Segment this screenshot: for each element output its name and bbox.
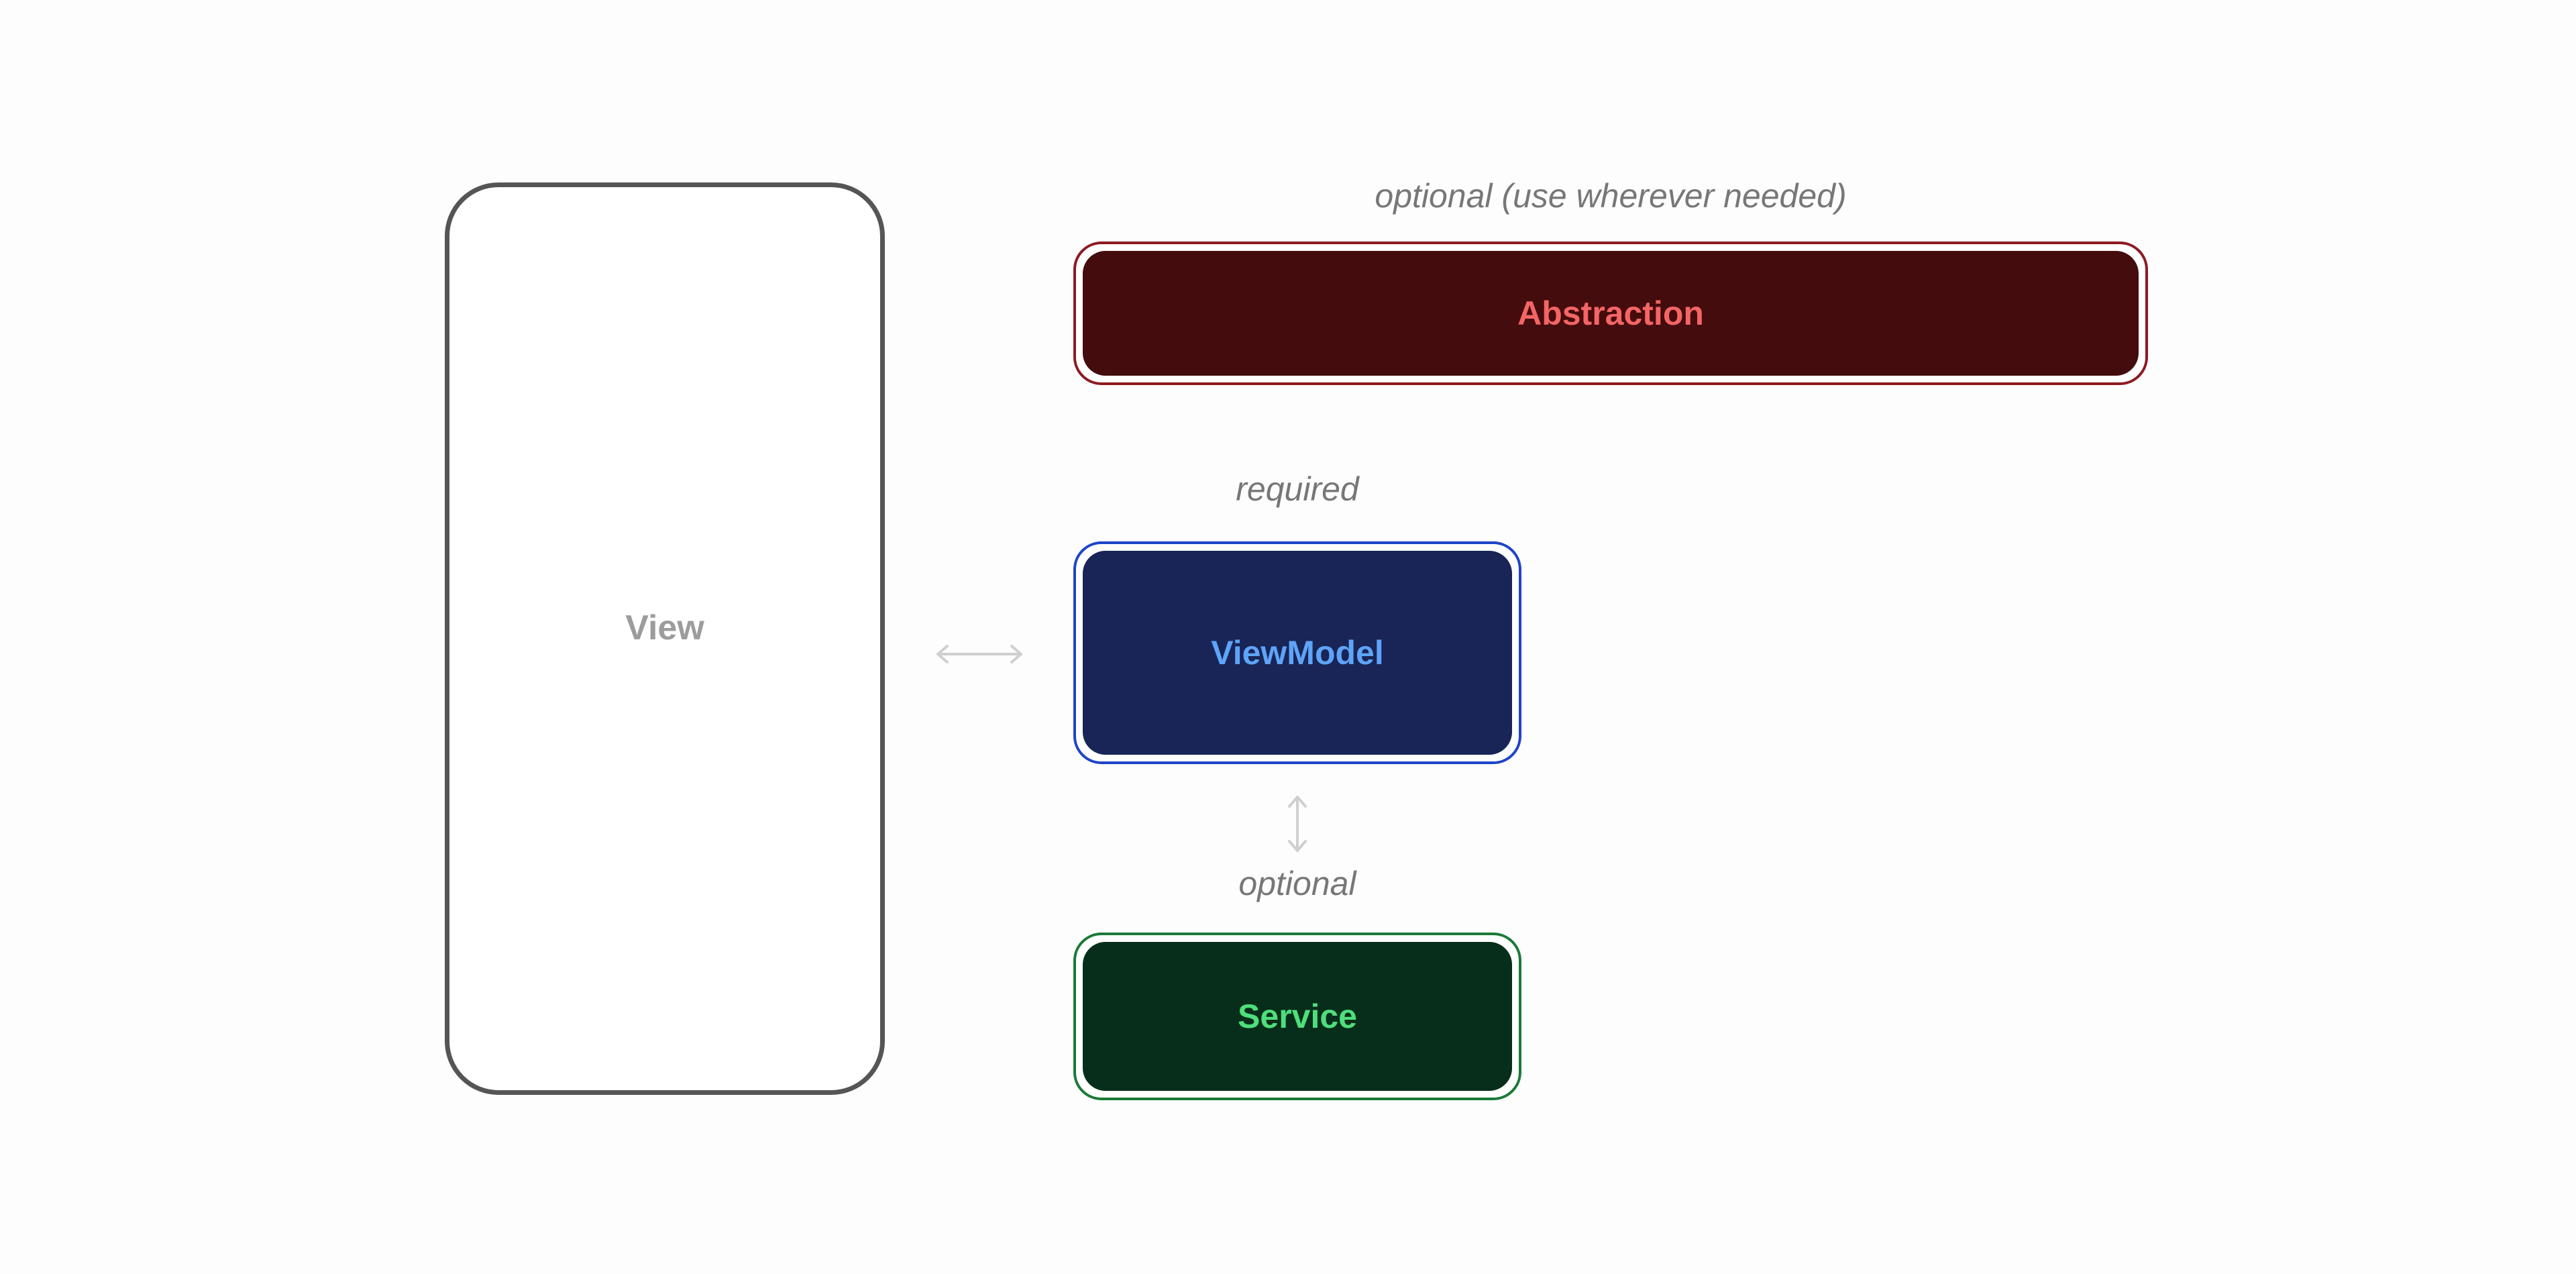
viewmodel-box: ViewModel	[1073, 541, 1521, 764]
view-box: View	[445, 182, 885, 1095]
viewmodel-caption: required	[1236, 470, 1359, 508]
view-viewmodel-arrow	[936, 645, 1022, 663]
abstraction-label: Abstraction	[1517, 295, 1704, 332]
abstraction-caption: optional (use wherever needed)	[1375, 177, 1847, 215]
service-caption: optional	[1238, 865, 1356, 902]
view-label: View	[625, 608, 704, 647]
abstraction-box: Abstraction	[1073, 242, 2148, 385]
viewmodel-service-arrow	[1288, 796, 1307, 852]
viewmodel-label: ViewModel	[1211, 634, 1384, 672]
service-label: Service	[1238, 998, 1357, 1035]
service-box: Service	[1073, 933, 1521, 1100]
